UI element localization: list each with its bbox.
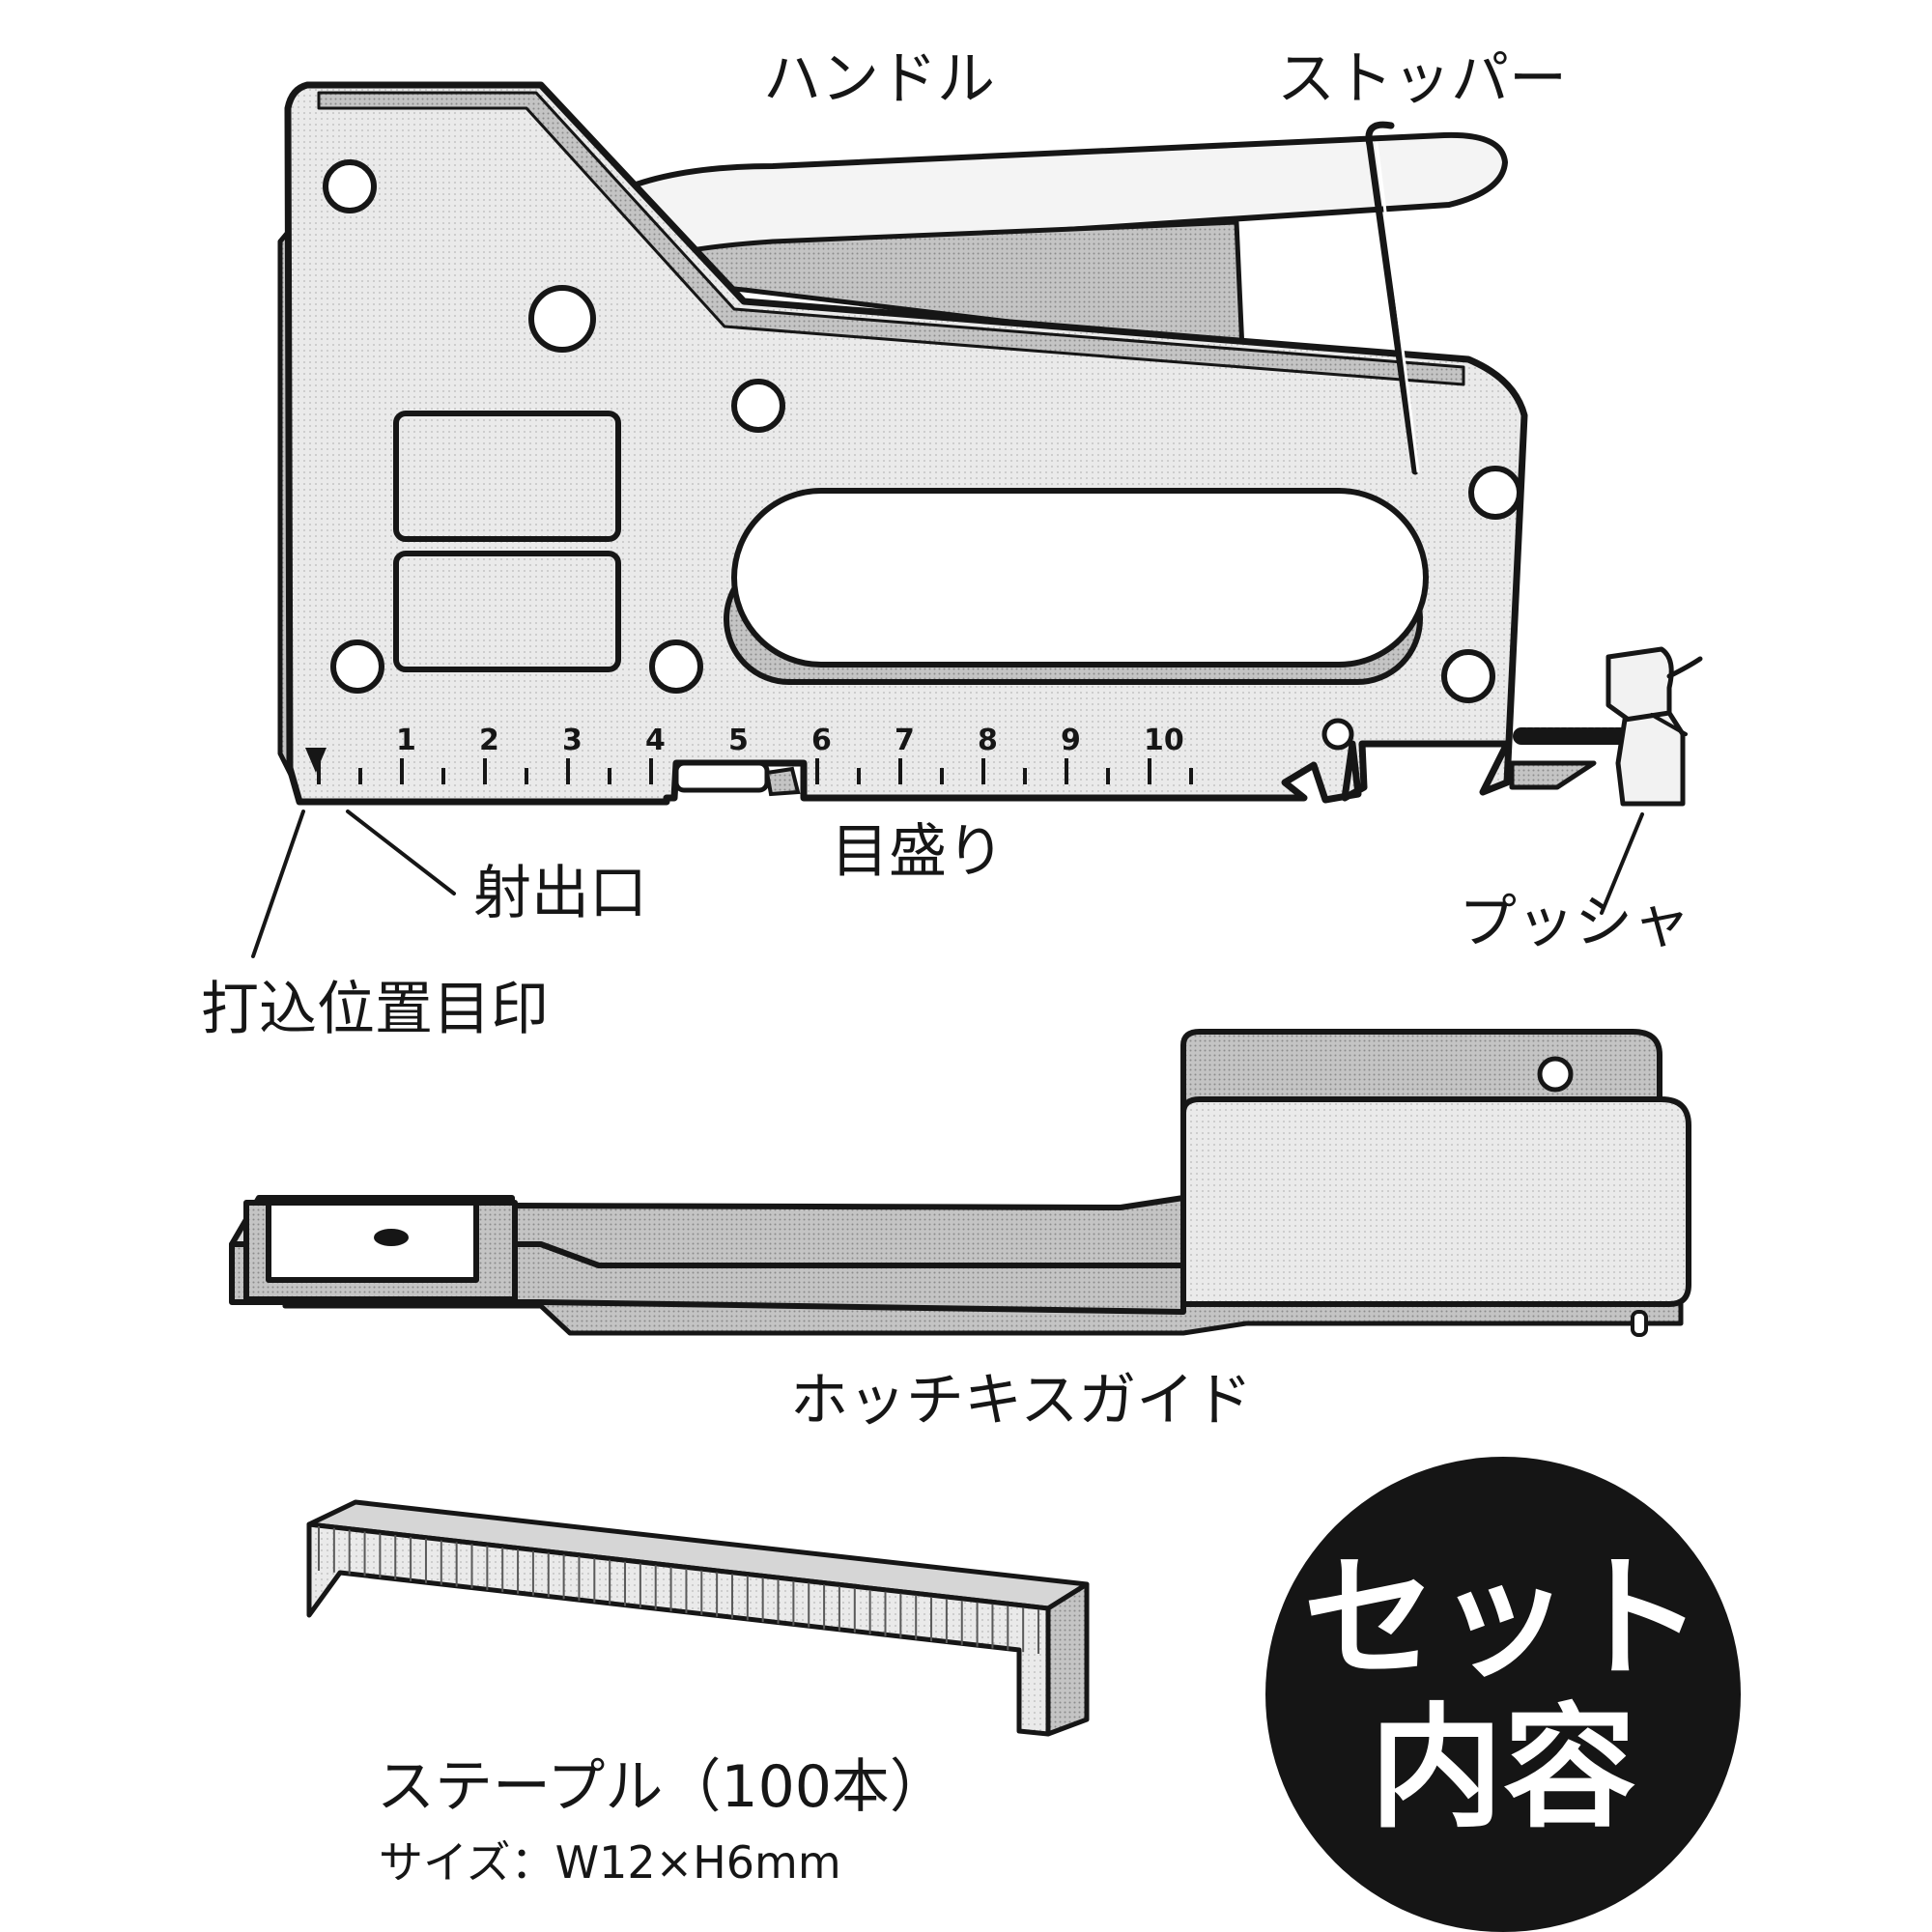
muzzle-label: 射出口 (473, 860, 647, 927)
staple-gun (277, 81, 1703, 807)
scale-label: 目盛り (831, 818, 1005, 886)
staples-label: ステープル（100本） (377, 1753, 948, 1821)
pusher-label: プッシャ (1459, 889, 1690, 956)
ruler-number: 10 (1144, 724, 1184, 757)
badge-line-1: セット (1302, 1541, 1703, 1697)
ruler-number: 9 (1061, 724, 1081, 757)
stopper-wire (1365, 121, 1419, 475)
guide-label: ホッチキスガイド (790, 1367, 1253, 1435)
ruler-number: 1 (396, 724, 416, 757)
ruler-number: 4 (645, 724, 666, 757)
leader-lines (251, 810, 1644, 958)
ruler-number: 5 (728, 724, 749, 757)
stopper-label: ストッパー (1277, 45, 1567, 113)
ruler-number: 7 (895, 724, 915, 757)
target-mark-label: 打込位置目印 (201, 976, 549, 1043)
staple-strip (306, 1499, 1090, 1737)
pusher-assembly (1509, 646, 1703, 807)
ruler-number: 3 (562, 724, 582, 757)
handle-lever (591, 131, 1508, 353)
ruler-number: 8 (978, 724, 998, 757)
scale-ruler (317, 758, 1193, 784)
ruler-number: 6 (811, 724, 832, 757)
handle-label: ハンドル (763, 45, 995, 113)
stapler-guide (229, 1029, 1691, 1337)
target-mark-triangle (305, 748, 327, 773)
badge-line-2: 内容 (1369, 1690, 1636, 1846)
ruler-number: 2 (479, 724, 499, 757)
staple-size-label: サイズ：W12×H6mm (379, 1836, 841, 1889)
set-contents-badge: セット 内容 (1265, 1457, 1741, 1932)
